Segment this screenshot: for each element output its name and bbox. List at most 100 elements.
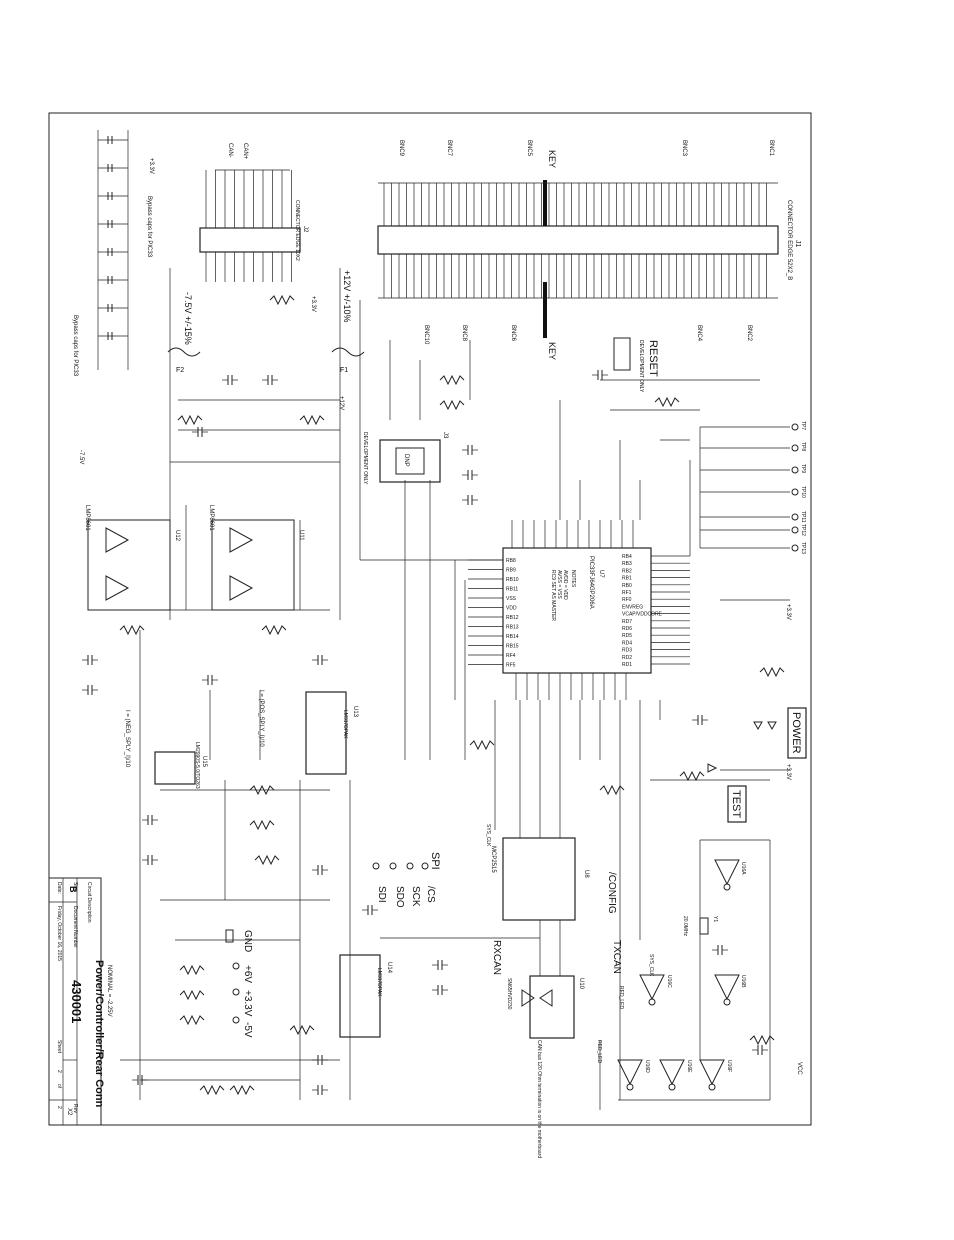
- txcan-label: TXCAN: [611, 940, 622, 974]
- power-label-box: [787, 707, 807, 759]
- title-of-label: of: [56, 1084, 62, 1089]
- u15-regulator: [154, 751, 196, 785]
- u13-name: LM317DPAK: [342, 710, 348, 739]
- test-point-label: TP9: [800, 464, 806, 473]
- bypass-note-2: Bypass caps for PIC33: [72, 315, 78, 377]
- test-point-label: TP12: [800, 524, 806, 536]
- supply-test-point-labels: GND +6V +3.3V -5V: [225, 929, 253, 1038]
- svg-text:RC9 SET AS MASTER: RC9 SET AS MASTER: [550, 570, 556, 621]
- can-plus-label: CAN+: [242, 143, 248, 160]
- pic-pin-label: RB14: [506, 634, 519, 640]
- title-rev-label: Rev: [72, 1104, 78, 1113]
- u13-ref: U13: [352, 706, 358, 718]
- test-point-label: TP13: [800, 542, 806, 554]
- pic-pin-label: RB10: [506, 577, 519, 583]
- title-date-label: Date:: [56, 882, 62, 894]
- svg-text:U16A: U16A: [740, 862, 746, 875]
- fuse-f1-symbol: [331, 347, 365, 357]
- spi-test-point-labels: SPI SDI SDO SCK /CS: [372, 852, 441, 908]
- u7-pic-body: [502, 547, 652, 674]
- title-size-label: Size: [72, 882, 78, 892]
- pic-pin-label: RB13: [506, 625, 519, 631]
- u15-ref: U15: [201, 756, 207, 768]
- fuse-f2-label: F2: [176, 367, 184, 374]
- sys-clk-label: SYS_CLK: [648, 954, 654, 977]
- j2-pin-leads: [205, 170, 292, 282]
- svg-text:U16B: U16B: [740, 975, 746, 988]
- pic-pin-label: RB12: [506, 615, 519, 621]
- svg-text:AVDD = VDD: AVDD = VDD: [562, 570, 568, 600]
- sdo-label: SDO: [394, 886, 405, 908]
- j3-connector-body: [379, 439, 441, 483]
- wiring: [88, 268, 790, 1110]
- j3-ref: J3: [442, 432, 448, 439]
- svg-text:RED_LED: RED_LED: [596, 1040, 602, 1063]
- j2-name: CONNECTOR EDGE 10X2: [294, 200, 300, 261]
- svg-text:+3.3V: +3.3V: [785, 764, 791, 780]
- u10-name: SN65HVD230: [506, 978, 512, 1010]
- pic-pin-label: VDD: [506, 606, 517, 612]
- u14-name: LM317DPAK: [376, 968, 382, 997]
- pic-pin-label: RD3: [622, 648, 632, 654]
- reset-dev-note: DEVELOPMENT ONLY: [638, 340, 644, 393]
- bnc3-label: BNC3: [681, 140, 687, 157]
- test-point-label: TP8: [800, 442, 806, 451]
- j1-connector-body: [377, 225, 779, 255]
- key-label-top: KEY: [547, 150, 557, 168]
- pic-pin-label: RB9: [506, 568, 516, 574]
- pic-pin-label: RF4: [506, 653, 516, 659]
- svg-text:-7.5V: -7.5V: [78, 450, 84, 464]
- title-docnum-label: Document Number: [72, 906, 78, 948]
- power-led-symbol: [753, 721, 763, 731]
- passive-components: [82, 294, 785, 1096]
- j1-ref: J1: [794, 240, 801, 248]
- bnc6-label: BNC6: [510, 325, 516, 342]
- svg-text:LMP8601: LMP8601: [84, 505, 90, 531]
- title-sheet-value: 2: [56, 1070, 62, 1073]
- svg-text:+12V: +12V: [338, 396, 344, 410]
- u13-regulator: [305, 691, 347, 775]
- gnd-label: GND: [242, 930, 253, 952]
- svg-text:U12: U12: [174, 530, 180, 542]
- reset-switch: [613, 337, 631, 371]
- pic-pin-label: RD2: [622, 655, 632, 661]
- power-label: POWER: [790, 712, 802, 754]
- bypass-note-1: Bypass caps for PIC33: [146, 196, 152, 258]
- svg-text:U16D: U16D: [644, 1060, 650, 1073]
- red-led-label: RED_LED: [618, 986, 624, 1009]
- bnc5-label: BNC5: [526, 140, 532, 157]
- title-rev-value: X2: [66, 1108, 72, 1116]
- reset-label: RESET: [647, 340, 659, 377]
- test-point-label: TP11: [800, 511, 806, 523]
- can-minus-label: CAN-: [227, 143, 233, 158]
- crystal-value: 20.0MHz: [682, 916, 688, 937]
- pic-pin-label: RD4: [622, 640, 632, 646]
- svg-text:U11: U11: [298, 530, 304, 541]
- title-sheet-label: Sheet: [56, 1040, 62, 1054]
- j1-pin-leads: [383, 183, 767, 298]
- u10-ref: U10: [578, 978, 584, 990]
- pic-pin-label: RB3: [622, 561, 632, 567]
- svg-text:NOTES: NOTES: [570, 570, 576, 588]
- u11-amplifier: U11 LMP8601: [208, 505, 304, 611]
- pic-pin-label: RB1: [622, 576, 632, 582]
- u14-regulator: [339, 954, 381, 1038]
- bnc9-label: BNC9: [398, 140, 404, 157]
- title-text: Power/Controller/Rear Conn: [93, 960, 105, 1108]
- pic-pin-label: RF0: [622, 597, 632, 603]
- u7-pins: RB8RB9RB10RB11VSSVDDRB12RB13RB14RB15RF4R…: [468, 520, 690, 700]
- pic-pin-label: RD1: [622, 662, 632, 668]
- supply-label: +3.3V: [148, 158, 154, 174]
- title-of-value: 2: [56, 1106, 62, 1109]
- bnc2-label: BNC2: [746, 325, 752, 342]
- j3-dnp: DNP: [403, 454, 409, 467]
- title-circuit-desc-label: Circuit Description: [86, 882, 92, 923]
- development-only-note: DEVELOPMENT ONLY: [362, 432, 368, 485]
- sck-label: SCK: [410, 886, 421, 907]
- pic-pin-label: ENVREG: [622, 604, 643, 610]
- pic-pin-label: VSS: [506, 596, 517, 602]
- title-date-value: Friday, October 16, 2015: [56, 906, 62, 961]
